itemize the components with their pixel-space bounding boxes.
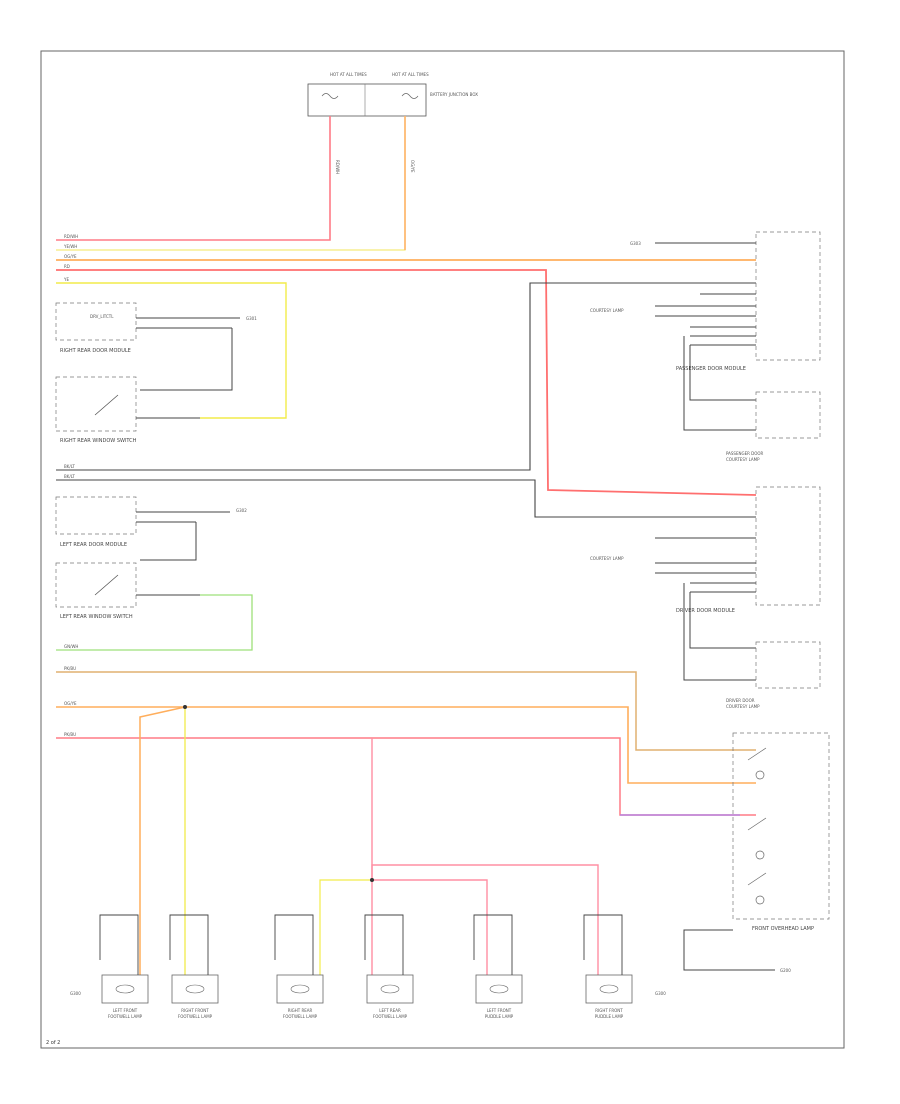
passenger-door-module-label: PASSENGER DOOR MODULE [676,366,746,372]
lamp-ground-wire [583,914,623,975]
svg-text:RD/WH: RD/WH [335,160,340,174]
svg-text:G302: G302 [236,508,247,513]
lamp-box [101,974,149,1004]
svg-text:YE/WH: YE/WH [63,244,77,249]
svg-text:BK/LT: BK/LT [64,464,75,469]
svg-text:PK/BU: PK/BU [64,732,76,737]
svg-text:BK/LT: BK/LT [64,474,75,479]
svg-text:COURTESY LAMP: COURTESY LAMP [726,704,760,709]
lamp-bulb-icon [290,984,310,994]
left-rear-door-module: LEFT REAR DOOR MODULE G302 [55,496,247,561]
lamp-bulb-icon [115,984,135,994]
lamp-box [366,974,414,1004]
lamp-box [585,974,633,1004]
svg-text:G301: G301 [246,316,257,321]
svg-text:OG/YE: OG/YE [64,254,77,259]
svg-text:DRIVER DOOR: DRIVER DOOR [726,698,755,703]
lamp-label: PUDDLE LAMP [595,1014,624,1019]
lamp-box [475,974,523,1004]
lamp-label: PUDDLE LAMP [485,1014,514,1019]
lamp-bulb-icon [489,984,509,994]
main-bus-lines: RD/WH YE/WH OG/YE RD YE BK/LT BK/LT [56,234,757,518]
lamp-ground-wire [364,914,404,975]
lamp-ground-wire [473,914,513,975]
svg-text:OG/YE: OG/YE [64,701,77,706]
top-fuse-box: HOT AT ALL TIMES HOT AT ALL TIMES BATTER… [307,72,478,117]
lamp-label: LEFT FRONT [487,1008,512,1013]
lamp-label: LEFT FRONT [113,1008,138,1013]
lamp-drop-wires [139,705,599,975]
right-rear-window-switch-label: RIGHT REAR WINDOW SWITCH [60,438,137,444]
top-fuse-note: BATTERY JUNCTION BOX [430,92,478,97]
svg-text:RD: RD [64,264,70,269]
lamp-ground-wire [99,914,139,975]
top-feed-wires: RD/WH OG/YE [56,116,415,251]
lamp-label: FOOTWELL LAMP [178,1014,213,1019]
svg-text:COURTESY LAMP: COURTESY LAMP [726,457,760,462]
left-rear-door-module-label: LEFT REAR DOOR MODULE [60,542,127,548]
left-rear-window-switch: LEFT REAR WINDOW SWITCH [55,562,253,651]
svg-text:PASSENGER DOOR: PASSENGER DOOR [726,451,764,456]
lamp-ground-wire [169,914,209,975]
svg-text:GN/WH: GN/WH [64,644,78,649]
passenger-door-module: G303 PASSENGER DOOR MODULE PASSENGER DOO… [590,231,821,462]
top-fuse-left-label: HOT AT ALL TIMES [330,72,367,77]
lamp-label: LEFT REAR [379,1008,401,1013]
front-overhead-lamp-label: FRONT OVERHEAD LAMP [752,926,814,932]
lamp-box [171,974,219,1004]
lamp-bulb-icon [380,984,400,994]
svg-text:RD/WH: RD/WH [64,234,78,239]
svg-text:G200: G200 [780,968,791,973]
driver-door-module-label: DRIVER DOOR MODULE [676,608,735,614]
lamp-bulb-icon [185,984,205,994]
svg-text:COURTESY LAMP: COURTESY LAMP [590,308,624,313]
ground-label: G300 [655,991,666,996]
right-rear-door-module-label: RIGHT REAR DOOR MODULE [60,348,131,354]
svg-text:DRV_LITCTL: DRV_LITCTL [90,314,114,319]
lamp-label: FOOTWELL LAMP [373,1014,408,1019]
lamp-label: FOOTWELL LAMP [283,1014,318,1019]
right-rear-window-switch: RIGHT REAR WINDOW SWITCH [55,376,200,444]
lamp-label: FOOTWELL LAMP [108,1014,143,1019]
right-rear-door-module: RIGHT REAR DOOR MODULE G301 DRV_LITCTL [55,302,257,391]
lower-feed-wires: PK/BU OG/YE PK/BU GN/WH [56,644,756,816]
svg-text:YE: YE [63,277,69,282]
lamp-label: RIGHT REAR [288,1008,313,1013]
svg-text:COURTESY LAMP: COURTESY LAMP [590,556,624,561]
lamp-bulb-icon [599,984,619,994]
lamp-box [276,974,324,1004]
svg-text:G303: G303 [630,241,641,246]
outer-frame [40,50,845,1049]
left-rear-window-switch-label: LEFT REAR WINDOW SWITCH [60,614,133,620]
svg-text:OG/YE: OG/YE [410,160,415,173]
ground-label: G300 [70,991,81,996]
driver-door-module: DRIVER DOOR MODULE DRIVER DOOR COURTESY … [590,486,821,709]
top-fuse-right-label: HOT AT ALL TIMES [392,72,429,77]
corner-label: 2 of 2 [46,1040,60,1046]
lamp-label: RIGHT FRONT [595,1008,623,1013]
lamp-ground-wire [274,914,314,975]
lamp-label: RIGHT FRONT [181,1008,209,1013]
front-overhead-lamp: FRONT OVERHEAD LAMP G200 [683,732,830,973]
svg-text:PK/BU: PK/BU [64,666,76,671]
